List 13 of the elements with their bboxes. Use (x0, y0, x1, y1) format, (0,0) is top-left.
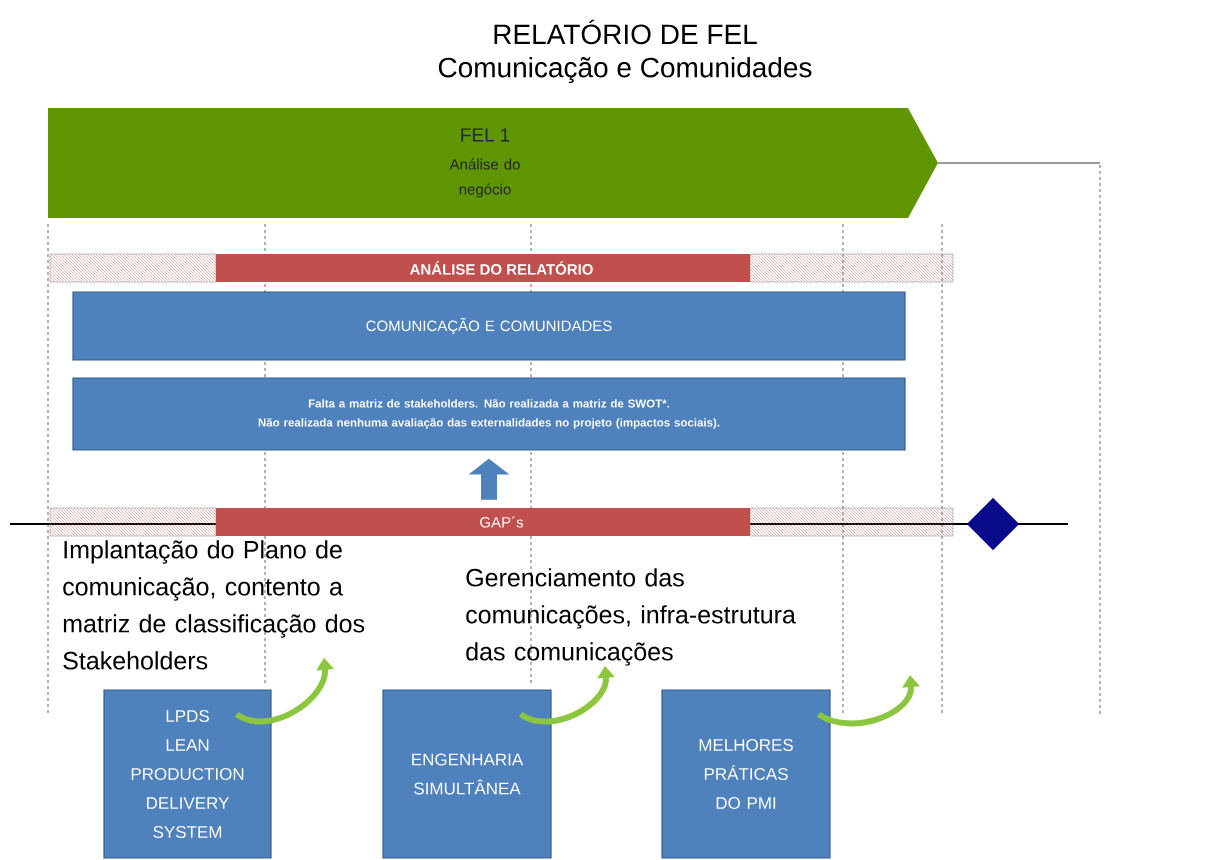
process-box: LPDS LEAN PRODUCTION DELIVERY SYSTEM (103, 689, 272, 859)
info-box: COMUNICAÇÃO E COMUNIDADES (72, 291, 906, 361)
title: RELATÓRIO DE FEL (494, 19, 757, 45)
info-box: Falta a matriz de stakeholders. Não realizada a matriz de SWOT*. Não realizada nenhuma avaliação das externalidades no projeto (impactos sociais). (72, 377, 906, 451)
hatched-bar: GAP´s (216, 507, 954, 537)
hatched-bar (49, 507, 217, 537)
note-text: Implantação do Plano de comunicação, contento a matriz de classificação dos Stakeholders (63, 540, 365, 670)
note-text: Gerenciamento das comunicações, infra-estrutura das comunicações (466, 568, 796, 666)
hatched-bar: ANÁLISE DO RELATÓRIO (216, 253, 954, 283)
hatched-bar (49, 253, 217, 283)
process-box: MELHORES PRÁTICAS DO PMI (661, 689, 831, 859)
process-box: ENGENHARIA SIMULTÂNEA (382, 689, 552, 859)
milestone-diamond (966, 497, 1020, 551)
